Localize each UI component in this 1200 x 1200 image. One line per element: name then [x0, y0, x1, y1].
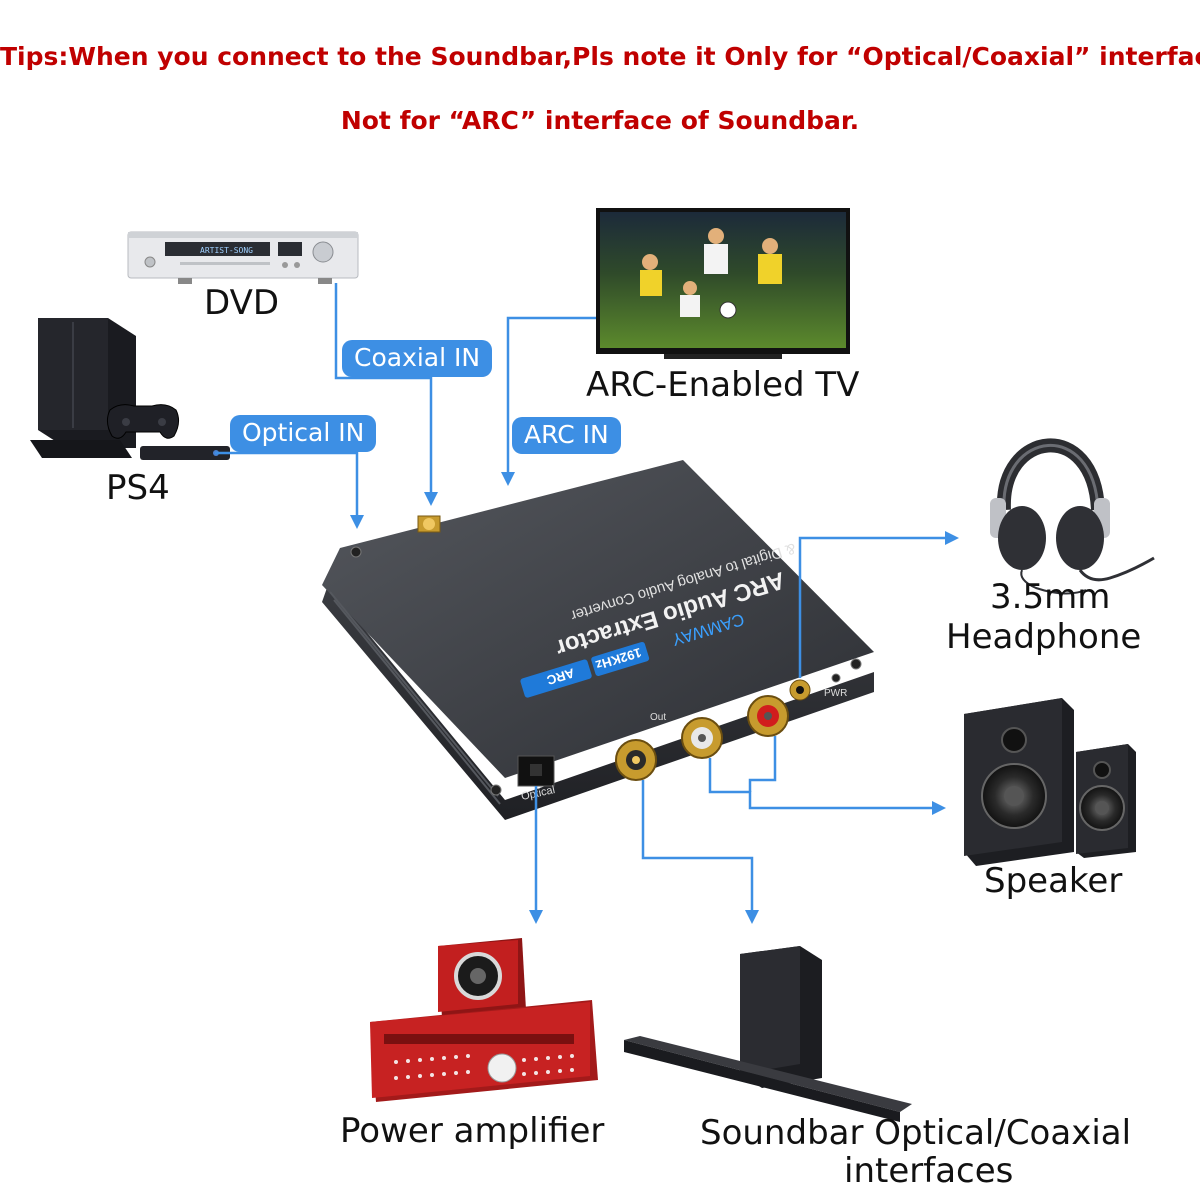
amplifier-label: Power amplifier [340, 1111, 605, 1151]
headphone-label-line1: 3.5mm [990, 577, 1111, 617]
ps4-label: PS4 [106, 468, 170, 508]
optical-in-arrow [215, 451, 364, 529]
amplifier-icon [370, 938, 598, 1102]
coaxial-out-arrow [641, 780, 759, 924]
soundbar-icon [624, 946, 912, 1122]
headphones-icon [990, 438, 1155, 595]
converter-box: CAMWAY ARC Audio Extractor & Digital to … [322, 460, 874, 820]
tv-label: ARC-Enabled TV [586, 365, 860, 405]
optical-in-tag: Optical IN [230, 415, 377, 452]
coaxial-in-arrow [334, 283, 438, 506]
arc-in-tag: ARC IN [512, 417, 621, 454]
headphone-out-arrow [798, 531, 959, 678]
port-pwr-label: PWR [824, 688, 847, 699]
dvd-player-icon: ARTIST-SONG [127, 231, 359, 284]
dvd-label: DVD [204, 283, 280, 323]
analog-out-lines [708, 758, 946, 815]
tv-icon [596, 208, 850, 359]
speakers-icon [964, 698, 1136, 866]
analog-out-red-line [748, 736, 777, 792]
soundbar-label-line1: Soundbar Optical/Coaxial [700, 1113, 1132, 1153]
soundbar-label-line2: interfaces [844, 1151, 1014, 1191]
speaker-label: Speaker [984, 861, 1123, 901]
arc-in-arrow [501, 316, 596, 486]
ps4-console-icon [30, 318, 230, 460]
headphone-label-line2: Headphone [946, 617, 1142, 657]
dvd-display-text: ARTIST-SONG [200, 246, 253, 255]
coaxial-in-tag: Coaxial IN [342, 340, 493, 377]
port-out-label: Out [650, 712, 666, 723]
tips-line-1: Tips:When you connect to the Soundbar,Pl… [0, 42, 1200, 71]
tips-line-2: Not for “ARC” interface of Soundbar. [340, 106, 860, 135]
